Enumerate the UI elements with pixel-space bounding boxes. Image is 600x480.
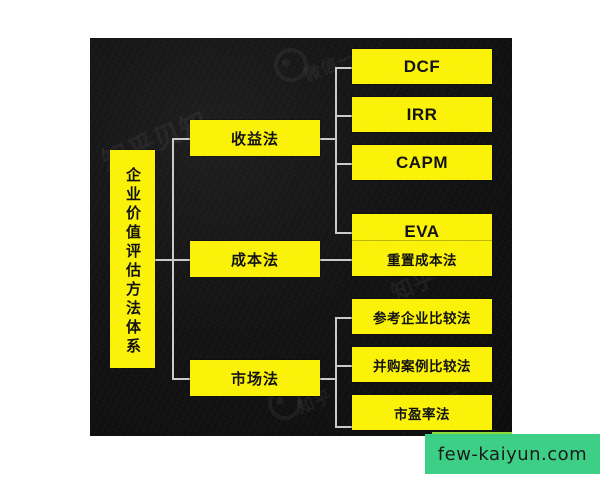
node-market-approach[interactable]: 市场法 <box>190 360 320 396</box>
node-root[interactable]: 企业价值评估方法体系 <box>110 150 155 368</box>
connector-to-income <box>172 138 190 140</box>
connector-root-stub <box>155 259 173 261</box>
node-leaf-ma-case[interactable]: 并购案例比较法 <box>352 347 492 382</box>
diagram-canvas: 微信一 知乎贝知 知乎 知乎 知乎 企业价值评估方法体系 <box>90 38 512 436</box>
connector-market-pe <box>335 426 353 428</box>
node-leaf-replacement-cost[interactable]: 重置成本法 <box>352 241 492 276</box>
node-leaf-irr[interactable]: IRR <box>352 97 492 132</box>
node-leaf-dcf[interactable]: DCF <box>352 49 492 84</box>
connector-income-spine <box>335 67 337 233</box>
connector-cost-replacement <box>320 259 353 261</box>
connector-to-cost <box>172 259 190 261</box>
connector-to-market <box>172 378 190 380</box>
connector-income-stub <box>320 138 336 140</box>
connector-market-comparable <box>335 317 353 319</box>
connector-income-capm <box>335 163 353 165</box>
connector-market-ma <box>335 365 353 367</box>
watermark-ring-icon <box>269 43 313 87</box>
connector-income-irr <box>335 115 353 117</box>
connector-market-stub <box>320 378 336 380</box>
node-leaf-capm[interactable]: CAPM <box>352 145 492 180</box>
connector-income-dcf <box>335 67 353 69</box>
connector-market-spine <box>335 317 337 427</box>
node-cost-approach[interactable]: 成本法 <box>190 241 320 277</box>
site-banner[interactable]: few-kaiyun.com <box>425 434 600 474</box>
site-banner-text: few-kaiyun.com <box>437 443 588 465</box>
node-leaf-pe-ratio[interactable]: 市盈率法 <box>352 395 492 430</box>
connector-income-eva <box>335 232 353 234</box>
node-income-approach[interactable]: 收益法 <box>190 120 320 156</box>
node-leaf-comparable-company[interactable]: 参考企业比较法 <box>352 299 492 334</box>
watermark-text-1: 微信一 <box>301 47 359 86</box>
